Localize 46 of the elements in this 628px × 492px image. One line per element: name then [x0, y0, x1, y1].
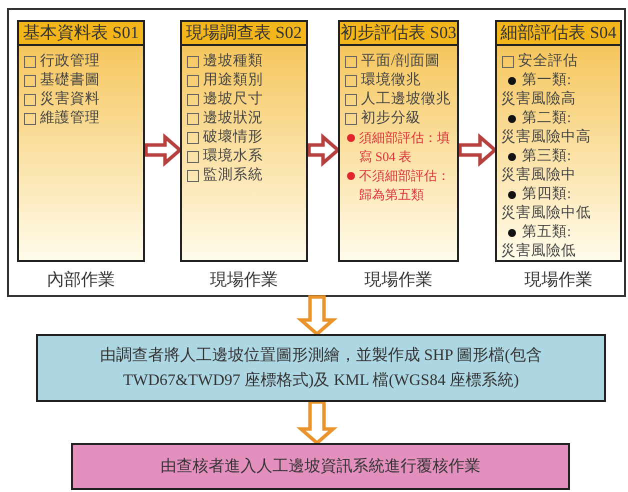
checklist-item: 不須細部評估：歸為第五類	[359, 167, 451, 204]
block-arrow	[296, 295, 338, 336]
checklist-item: 邊坡種類	[203, 52, 263, 71]
card-title: 細部評估表 S04	[497, 22, 620, 46]
checklist-item: 須細部評估：填寫 S04 表	[359, 129, 451, 166]
process-box	[36, 334, 606, 402]
checklist-item: 第三類:	[522, 147, 572, 166]
checklist-item: 災害風險低	[501, 242, 576, 261]
stage-label: 現場作業	[209, 269, 279, 291]
card-title: 基本資料表 S01	[19, 22, 143, 46]
checklist-item: 基礎書圖	[40, 71, 100, 90]
checklist-item: 災害風險中	[501, 166, 576, 185]
checklist-item: 災害資料	[40, 90, 100, 109]
checklist-item: 維護管理	[40, 109, 100, 128]
checklist-item: 第一類:	[522, 71, 572, 90]
process-text: 由查核者進入人工邊坡資訊系統進行覆核作業	[160, 456, 480, 477]
checklist-item: 環境徵兆	[361, 71, 421, 90]
checklist-item: 邊坡狀況	[203, 109, 263, 128]
checklist-item: 安全評估	[518, 52, 578, 71]
checklist-item: 邊坡尺寸	[203, 90, 263, 109]
checklist-item: 災害風險中高	[501, 128, 591, 147]
checklist-item: 破壞情形	[203, 128, 263, 147]
checklist-item: 初步分級	[361, 109, 421, 128]
process-box	[71, 443, 570, 490]
block-arrow	[296, 400, 338, 446]
stage-label: 現場作業	[364, 269, 434, 291]
checklist-item: 第五類:	[522, 223, 572, 242]
block-arrow	[307, 133, 341, 167]
frame-box	[7, 8, 626, 297]
card-title: 初步評估表 S03	[340, 22, 457, 46]
card-title: 現場調查表 S02	[182, 22, 306, 46]
checklist-item: 第二類:	[522, 109, 572, 128]
checklist-item: 人工邊坡徵兆	[361, 90, 451, 109]
stage-label: 內部作業	[46, 269, 116, 291]
block-arrow	[144, 133, 183, 167]
checklist-item: 災害風險高	[501, 90, 576, 109]
checklist-item: 災害風險中低	[501, 204, 591, 223]
checklist-item: 監測系統	[203, 166, 263, 185]
checklist-item: 用途類別	[203, 71, 263, 90]
checklist-item: 環境水系	[203, 147, 263, 166]
stage-label: 現場作業	[524, 269, 594, 291]
process-text: 由調查者將人工邊坡位置圖形測繪，並製作成 SHP 圖形檔(包含 TWD67&TWD97 座標格式)及 KML 檔(WGS84 座標系統)	[98, 346, 544, 391]
block-arrow	[458, 133, 498, 167]
checklist-item: 第四類:	[522, 185, 572, 204]
checklist-item: 行政管理	[40, 52, 100, 71]
checklist-item: 平面/剖面圖	[361, 52, 440, 71]
